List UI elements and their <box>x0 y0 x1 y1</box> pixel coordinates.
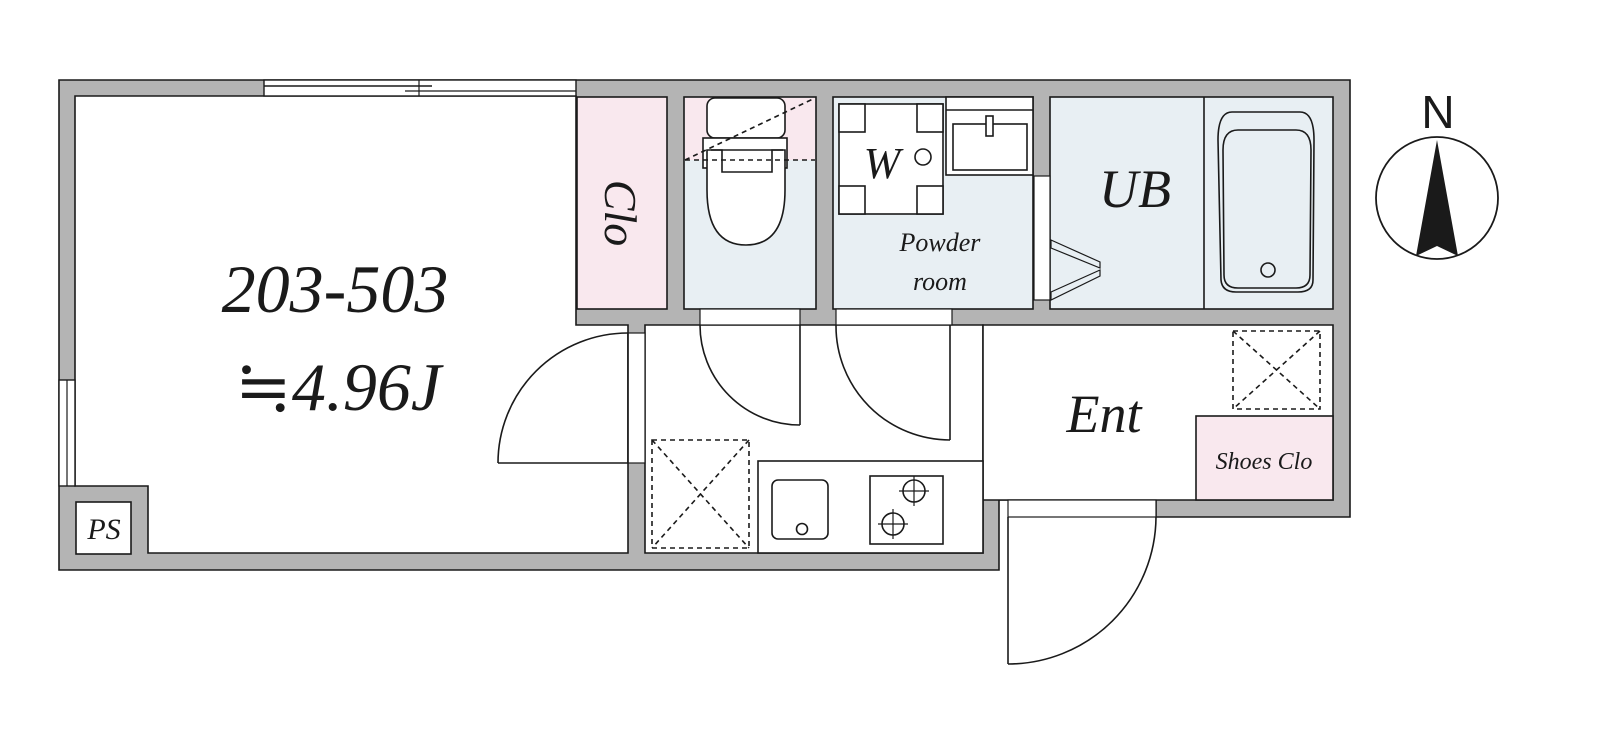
unit-number-label: 203-503 <box>222 251 449 327</box>
entrance-overhead-storage <box>1232 330 1321 410</box>
unit-bath <box>1049 96 1334 310</box>
washer-space <box>838 103 944 215</box>
vanity-sink-icon <box>945 96 1034 176</box>
entrance-door <box>1007 516 1157 665</box>
bath-folding-door <box>1050 239 1101 301</box>
powder-room-label-1: Powder <box>899 228 982 257</box>
toilet-door <box>699 324 801 426</box>
compass-north-label: N <box>1421 86 1454 138</box>
main-room <box>74 95 629 554</box>
shoes-closet-label: Shoes Clo <box>1216 449 1313 475</box>
powder-room-label-2: room <box>913 267 967 296</box>
pipe-space-label: PS <box>86 513 120 546</box>
stove-icon <box>869 475 944 545</box>
unit-bath-label: UB <box>1099 159 1171 219</box>
main-room-door <box>497 332 629 464</box>
bathtub-icon <box>1217 111 1315 293</box>
closet-label: Clo <box>595 180 646 246</box>
pipe-space <box>75 501 132 555</box>
powder-room-door <box>835 324 951 441</box>
shoes-closet <box>1195 415 1334 501</box>
washer-label: W <box>864 139 904 188</box>
entrance-label: Ent <box>1066 384 1144 444</box>
north-compass-icon: N <box>1375 86 1499 260</box>
toilet-icon <box>684 97 816 246</box>
fridge-space <box>651 439 750 549</box>
area-label: ≒4.96J <box>235 349 444 425</box>
top-window <box>263 79 577 97</box>
kitchen-sink-icon <box>771 479 829 540</box>
closet <box>576 96 668 310</box>
